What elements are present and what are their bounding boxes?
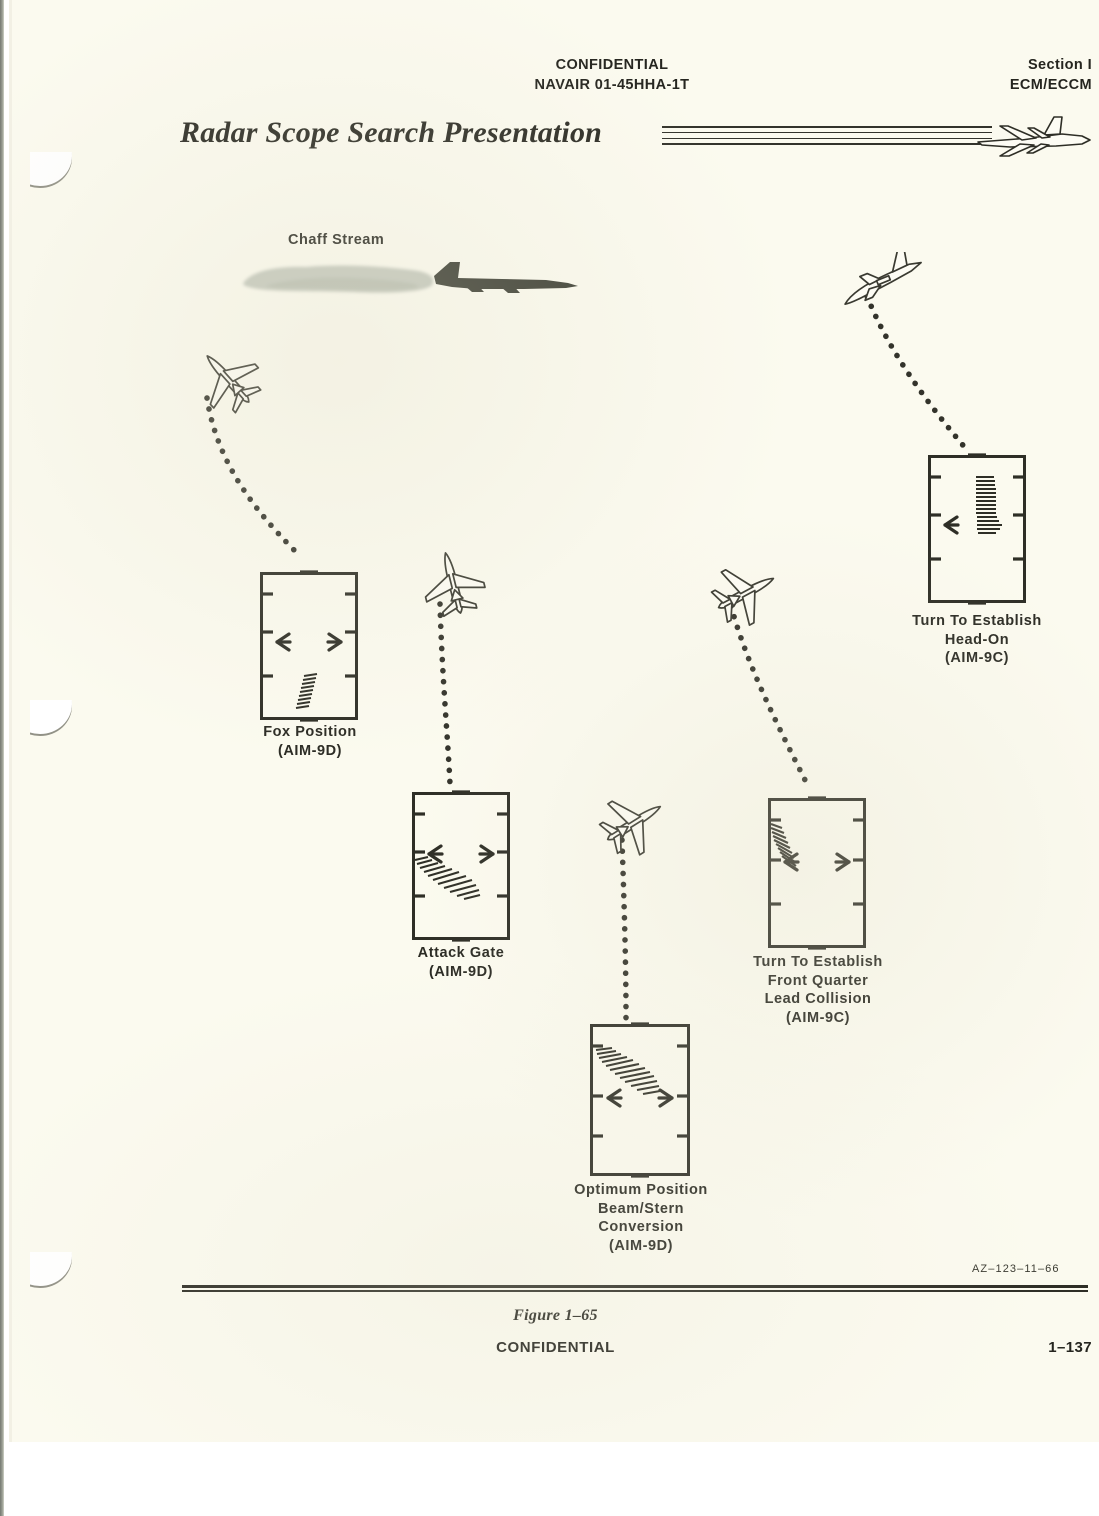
footer-classification: CONFIDENTIAL [496, 1339, 615, 1356]
trail-head-on [864, 293, 970, 453]
fighter-head-on-icon [844, 252, 922, 305]
caption-fox-position: Fox Position (AIM-9D) [263, 724, 357, 759]
radar-scope-front-quarter [768, 796, 866, 950]
title-rule-lines [662, 126, 992, 148]
title-bomber-icon [977, 116, 1091, 157]
scan-edge-shadow [0, 0, 4, 1516]
radar-scope-fox-position [260, 570, 358, 722]
scope-blip [976, 475, 1002, 535]
chaff-cloud [243, 265, 434, 293]
header-section-block: Section I ECM/ECCM [942, 56, 1092, 95]
fighter-optimum-icon [598, 800, 662, 856]
header-classification: CONFIDENTIAL [555, 57, 669, 73]
fighter-attack-gate-icon [424, 552, 486, 618]
chaff-stream-label: Chaff Stream [288, 232, 385, 248]
track-trails [204, 293, 970, 1021]
chaff-bomber-icon [434, 262, 578, 293]
drawing-code: AZ–123–11–66 [972, 1263, 1060, 1275]
caption-attack-gate: Attack Gate (AIM-9D) [417, 945, 505, 980]
caption-head-on: Turn To Establish Head-On (AIM-9C) [912, 613, 1042, 667]
scope-blip [770, 823, 797, 867]
header-manual-id: NAVAIR 01-45HHA-1T [534, 76, 690, 93]
page-number: 1–137 [1048, 1339, 1092, 1356]
document-page: CONFIDENTIAL NAVAIR 01-45HHA-1T Section I… [12, 0, 1099, 1442]
trail-front-quarter [728, 603, 810, 787]
fighter-front-quarter-icon [710, 568, 775, 626]
scan-edge-highlight [9, 0, 12, 1442]
scope-blip [595, 1046, 661, 1096]
figure-number: Figure 1–65 [513, 1307, 598, 1324]
scope-blip [295, 672, 318, 710]
caption-front-quarter: Turn To Establish Front Quarter Lead Col… [753, 954, 883, 1026]
scope-blip [414, 855, 481, 901]
radar-scope-attack-gate [412, 790, 510, 942]
trail-optimum-position [619, 837, 629, 1021]
header-subsection: ECM/ECCM [1009, 76, 1092, 93]
radar-scope-head-on [928, 453, 1026, 605]
radar-scope-optimum-position [590, 1022, 690, 1178]
trail-fox-position [204, 395, 303, 559]
binder-hole-top [30, 152, 76, 192]
caption-optimum-position: Optimum Position Beam/Stern Conversion (… [574, 1182, 708, 1254]
fighter-fox-icon [206, 355, 262, 414]
trail-attack-gate [437, 601, 453, 787]
header-classification-block: CONFIDENTIAL NAVAIR 01-45HHA-1T [482, 56, 742, 95]
header-section: Section I [1027, 57, 1092, 73]
figure-title: Radar Scope Search Presentation [180, 116, 603, 149]
binder-hole-bottom [30, 1252, 76, 1292]
footer-rule [182, 1285, 1088, 1294]
binder-hole-middle [30, 700, 76, 740]
